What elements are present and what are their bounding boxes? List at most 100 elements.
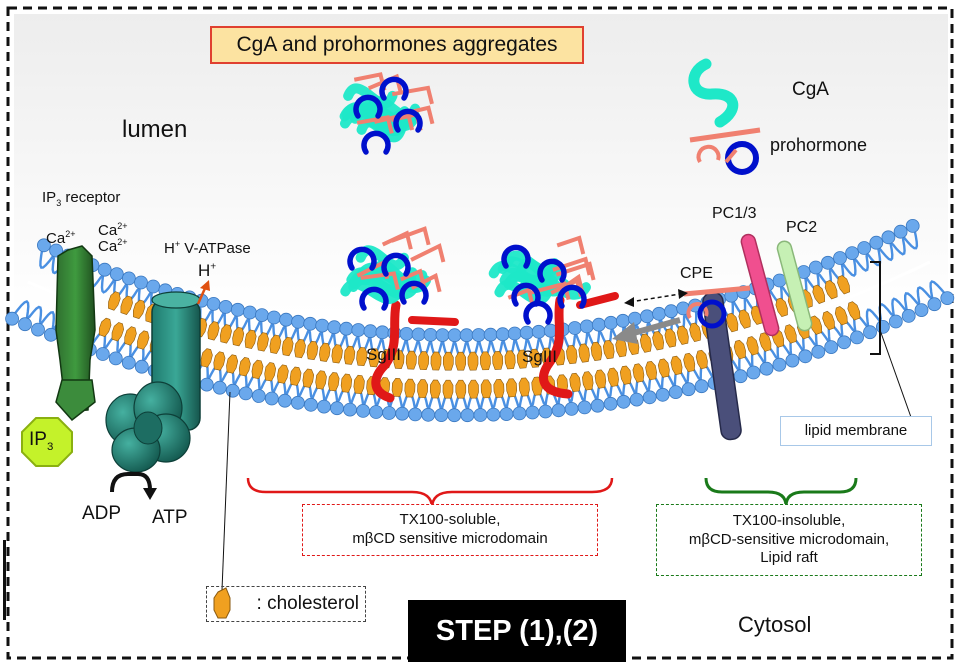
membrane-bracket [870, 261, 881, 355]
lipid-head [218, 299, 233, 314]
cholesterol-legend-text: : cholesterol [256, 593, 359, 615]
sgiii-right-label: SgIII [522, 347, 557, 366]
cholesterol-molecule [504, 350, 516, 370]
cholesterol-molecule [133, 299, 146, 320]
cholesterol-molecule [607, 367, 619, 387]
cholesterol-molecule [331, 344, 343, 364]
cholesterol-molecule [695, 349, 708, 370]
cholesterol-molecule [442, 379, 454, 399]
lipid-head [652, 306, 666, 321]
pc2-label: PC2 [786, 219, 818, 236]
calcium-ion-2: Ca2+ [98, 222, 127, 239]
lipid-head [591, 317, 606, 332]
lipid-head [811, 344, 826, 359]
prohormone-ring [523, 300, 553, 325]
pc2-rod [776, 240, 813, 332]
cholesterol-molecule [244, 329, 257, 349]
cholesterol-molecule [124, 326, 137, 346]
aggregates-title-text: CgA and prohormones aggregates [236, 32, 558, 56]
lipid-head [97, 262, 112, 277]
lipid-head [495, 327, 510, 342]
lipid-head [642, 390, 657, 405]
cholesterol-molecule [676, 325, 689, 345]
lipid-head [914, 303, 929, 318]
lipid-head [821, 255, 835, 270]
cholesterol-molecule [590, 341, 603, 361]
lipid-head [567, 321, 582, 335]
cholesterol-molecule [518, 377, 530, 397]
aggregates-title-box: CgA and prohormones aggregates [210, 26, 584, 64]
sgiii-left-anchor [371, 300, 459, 403]
cholesterol-molecule [404, 378, 416, 398]
calcium-ion-1: Ca2+ [46, 230, 75, 247]
cholesterol-molecule [516, 349, 528, 369]
prohormone-ring [353, 94, 383, 119]
cholesterol-molecule [108, 291, 121, 311]
lipid-head [254, 308, 269, 323]
ip3-badge-sub: 3 [46, 440, 54, 453]
v-atpase-label: H+ V-ATPase [164, 239, 251, 257]
transfer-arrowhead [612, 322, 638, 344]
cholesterol-molecule [639, 333, 652, 353]
cholesterol-molecule [98, 317, 112, 338]
cholesterol-molecule [340, 373, 353, 393]
lipid-head [37, 238, 51, 253]
cholesterol-molecule [738, 309, 751, 329]
prohormone-chain [559, 273, 585, 294]
cholesterol-molecule [847, 301, 861, 321]
cholesterol-molecule [306, 340, 319, 361]
pc13-rod [740, 233, 780, 337]
cholesterol-molecule [328, 372, 340, 392]
outer-frame [6, 6, 954, 660]
lipid-head [888, 314, 903, 329]
cga-coil [339, 103, 403, 129]
lipid-head [564, 401, 579, 416]
cholesterol-molecule [264, 362, 277, 382]
lipid-head [109, 267, 124, 282]
cholesterol-molecule [353, 374, 365, 394]
cholesterol-molecule [632, 363, 645, 383]
lipid-head [857, 241, 872, 255]
cholesterol-molecule [467, 351, 479, 371]
lipid-head [876, 319, 890, 334]
prohormone-legend-label: prohormone [770, 135, 868, 155]
lipid-head [315, 318, 330, 333]
cholesterol-molecule [775, 297, 788, 318]
lipid-head [330, 401, 344, 416]
lipid-head [291, 314, 306, 329]
v-atpase-h-sup: + [174, 239, 181, 249]
cholesterol-molecule [822, 310, 835, 331]
lipid-head [668, 385, 683, 400]
lipid-head [519, 325, 534, 340]
step-label-box: STEP (1),(2) [408, 600, 626, 662]
lipid-head [824, 340, 839, 355]
lipid-head [277, 393, 292, 408]
cholesterol-molecule [302, 368, 315, 388]
cholesterol-molecule [582, 371, 594, 391]
lipid-head [267, 310, 281, 325]
lipid-head [893, 224, 908, 239]
lipid-head [317, 399, 331, 414]
prohormone-ring [501, 244, 531, 269]
lipid-head [423, 327, 438, 342]
v-atpase-h: H [164, 240, 175, 257]
lipid-head [798, 349, 813, 364]
adp-atp-arrow [110, 472, 152, 493]
lipid-head [473, 408, 488, 422]
lipid-head [759, 361, 774, 376]
cholesterol-molecule [219, 324, 232, 344]
prohormone-ring [381, 252, 411, 277]
cholesterol-icon [213, 587, 231, 619]
lipid-membrane-box: lipid membrane [780, 416, 932, 446]
cholesterol-molecule [594, 369, 607, 389]
cholesterol-pointer [221, 391, 231, 591]
cholesterol-molecule [356, 347, 368, 367]
lipid-head [351, 323, 366, 337]
soluble-microdomain-text: TX100-soluble, mβCD sensitive microdomai… [352, 511, 548, 547]
cholesterol-molecule [319, 342, 331, 362]
cpe-prohormone [683, 285, 751, 329]
prohormone-chain [360, 271, 400, 291]
lipid-head [251, 389, 266, 403]
lipid-head [108, 351, 123, 366]
aggregate-lumen-cluster [339, 72, 435, 155]
